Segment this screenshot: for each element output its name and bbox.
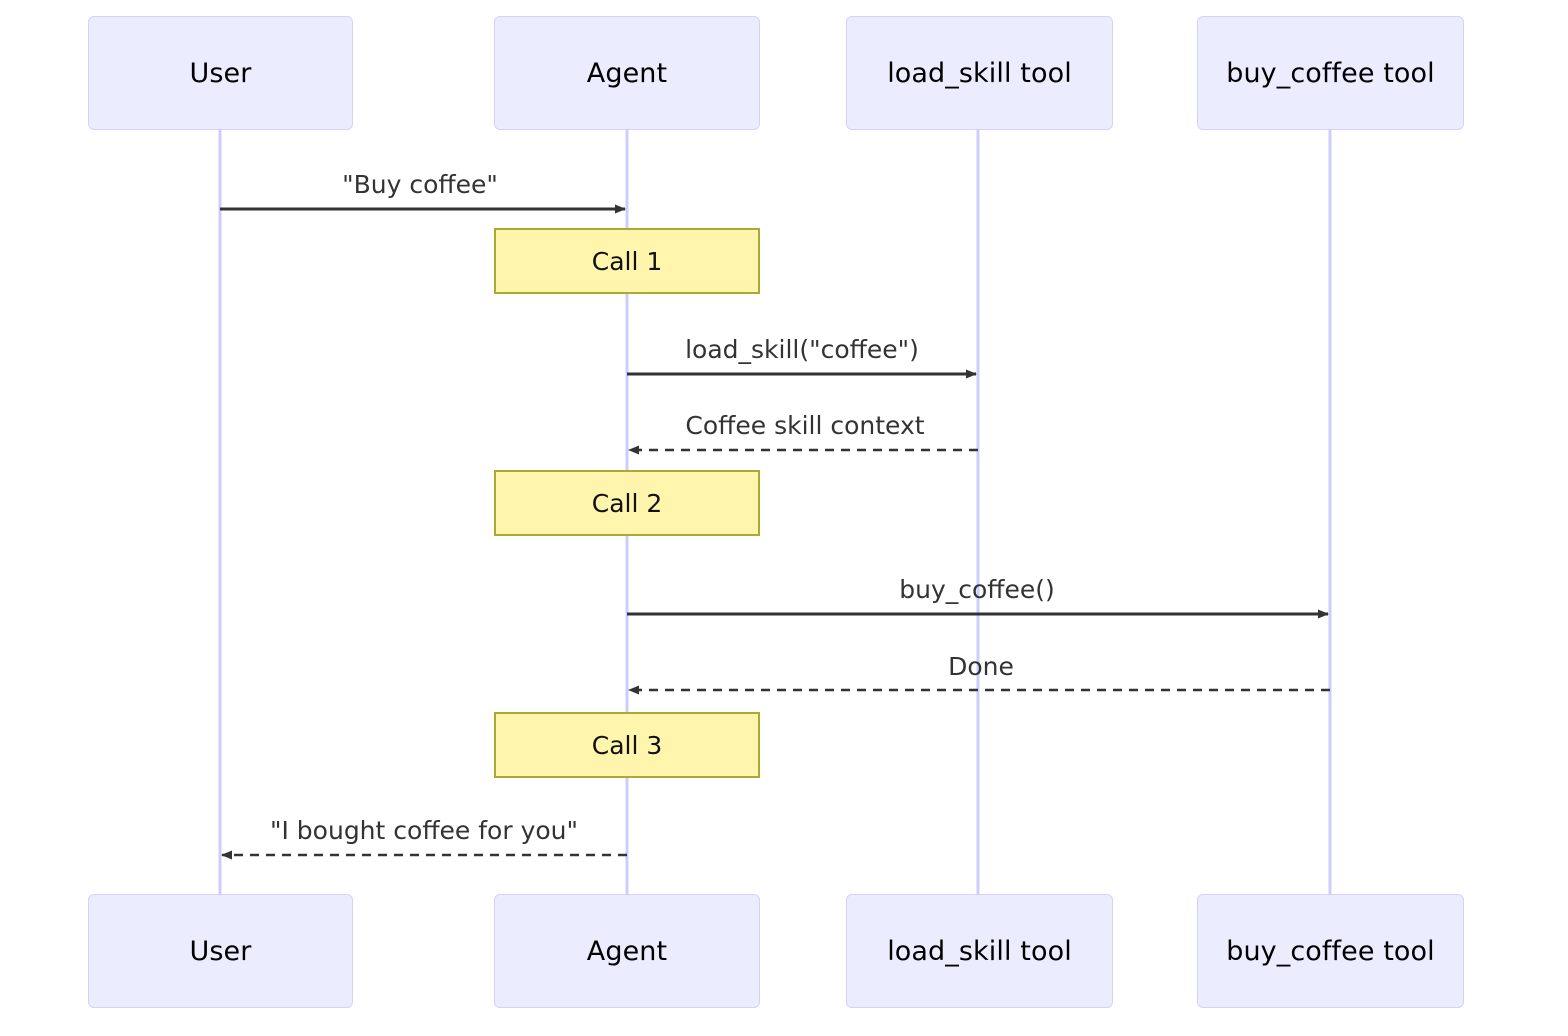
- message-arrows-group: [220, 204, 1330, 860]
- note-box-n2[interactable]: Call 2: [494, 470, 760, 536]
- message-label-m3: Coffee skill context: [685, 411, 925, 440]
- note-label: Call 2: [591, 488, 663, 518]
- message-label-m1: "Buy coffee": [342, 170, 498, 199]
- participant-box-user-top[interactable]: User: [88, 16, 353, 130]
- lifelines-group: [218, 130, 1332, 894]
- participant-box-load_skill-top[interactable]: load_skill tool: [846, 16, 1113, 130]
- note-box-n3[interactable]: Call 3: [494, 712, 760, 778]
- participant-label: Agent: [586, 57, 668, 89]
- participant-box-user-bottom[interactable]: User: [88, 894, 353, 1008]
- participant-label: Agent: [586, 935, 668, 967]
- message-label-m2: load_skill("coffee"): [685, 335, 919, 364]
- participant-label: User: [189, 57, 252, 89]
- participant-label: User: [189, 935, 252, 967]
- participant-box-agent-top[interactable]: Agent: [494, 16, 760, 130]
- participant-box-load_skill-bottom[interactable]: load_skill tool: [846, 894, 1113, 1008]
- participant-label: load_skill tool: [887, 935, 1072, 967]
- participant-label: buy_coffee tool: [1226, 57, 1435, 89]
- message-label-m4: buy_coffee(): [899, 575, 1055, 604]
- note-label: Call 3: [591, 730, 663, 760]
- participant-box-agent-bottom[interactable]: Agent: [494, 894, 760, 1008]
- participant-box-buy_coffee-top[interactable]: buy_coffee tool: [1197, 16, 1464, 130]
- participant-box-buy_coffee-bottom[interactable]: buy_coffee tool: [1197, 894, 1464, 1008]
- note-box-n1[interactable]: Call 1: [494, 228, 760, 294]
- note-label: Call 1: [591, 246, 663, 276]
- participant-label: buy_coffee tool: [1226, 935, 1435, 967]
- participant-label: load_skill tool: [887, 57, 1072, 89]
- message-label-m6: "I bought coffee for you": [269, 816, 579, 845]
- message-label-m5: Done: [948, 652, 1014, 681]
